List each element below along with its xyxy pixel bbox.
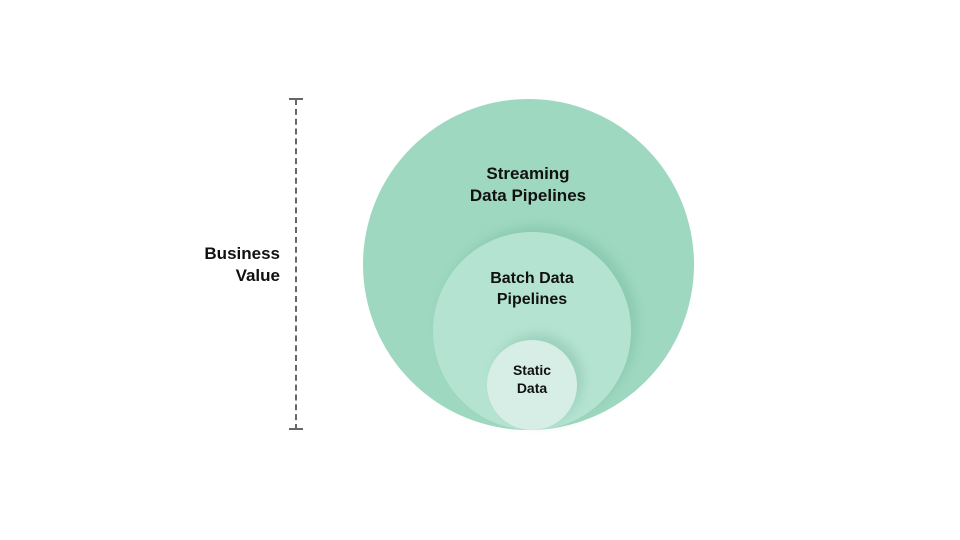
label-line: Static (512, 362, 552, 378)
scale-dashed-line (295, 99, 297, 430)
static-data-label: Static Data (487, 361, 577, 397)
scale-bottom-cap (289, 428, 303, 430)
label-line: Streaming (486, 164, 570, 183)
label-line: Batch Data (490, 270, 574, 287)
streaming-data-pipelines-label: Streaming Data Pipelines (428, 163, 628, 207)
batch-data-pipelines-label: Batch Data Pipelines (432, 269, 632, 311)
label-line: Pipelines (496, 290, 568, 308)
business-value-label-line2: Value (235, 266, 280, 286)
business-value-label-line1: Business (204, 244, 280, 263)
business-value-label: Business Value (160, 243, 280, 287)
label-line: Data Pipelines (469, 186, 587, 206)
static-data-circle (487, 340, 577, 430)
label-line: Data (516, 380, 548, 397)
